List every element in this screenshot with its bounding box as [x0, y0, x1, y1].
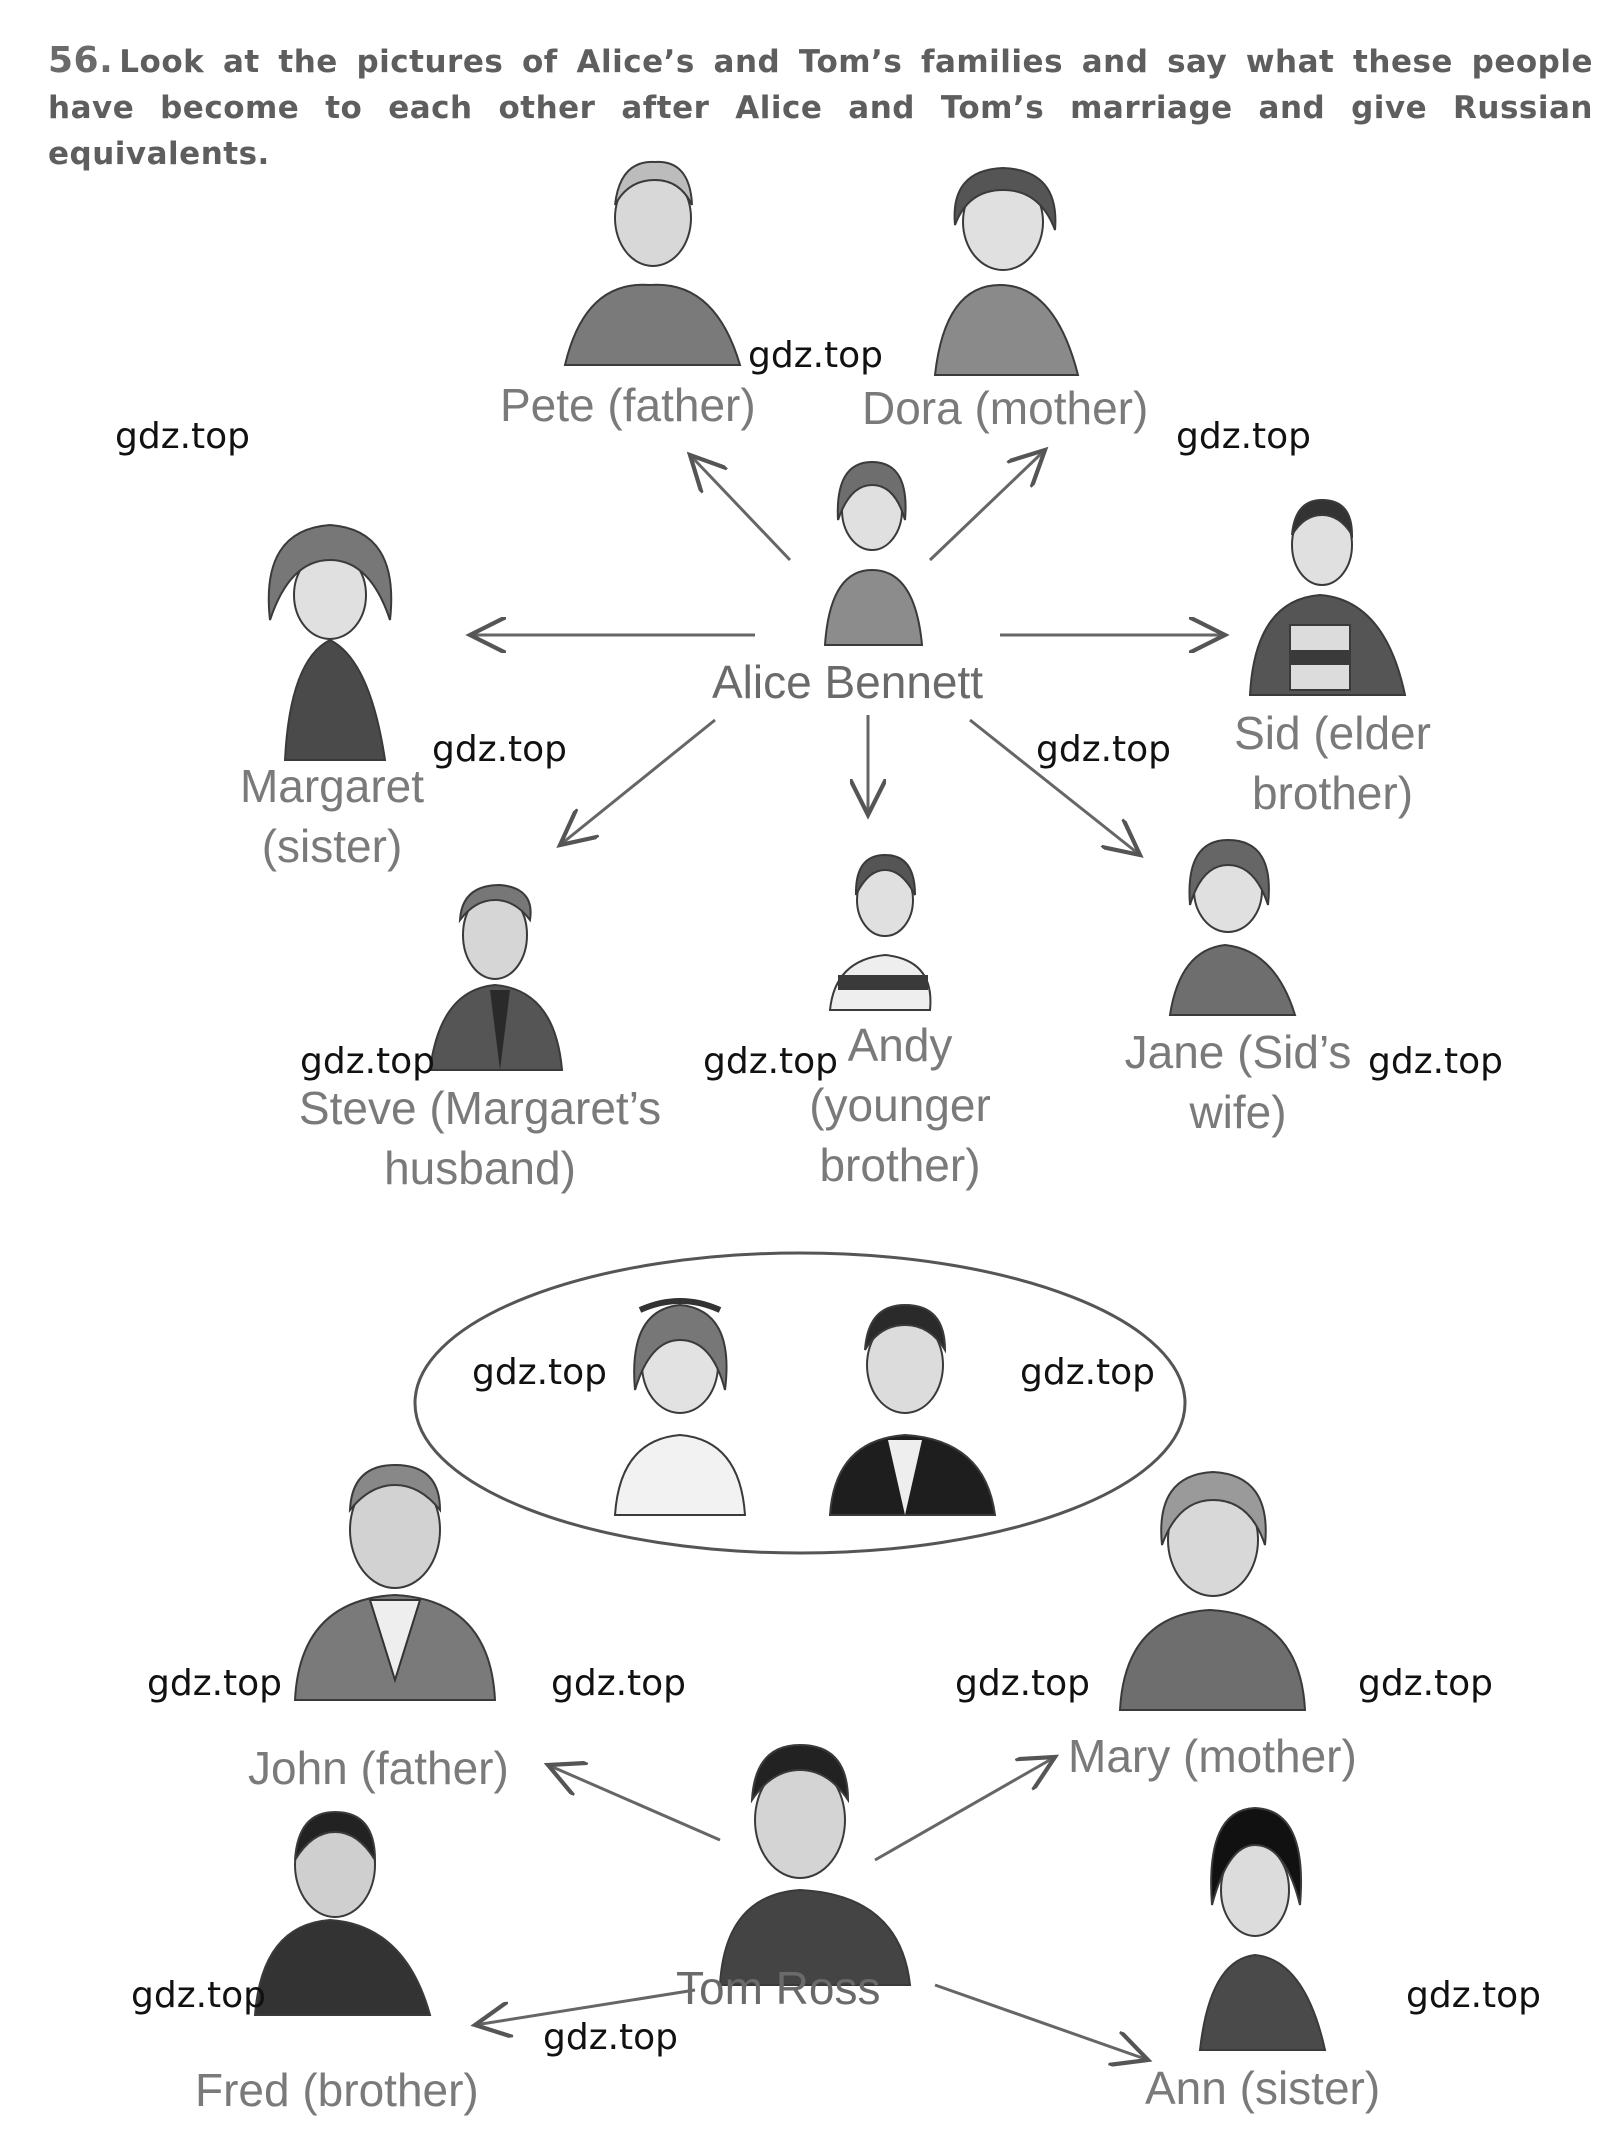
watermark: gdz.top: [1176, 416, 1312, 457]
watermark: gdz.top: [1020, 1352, 1156, 1393]
label-margaret-line1: Margaret: [239, 760, 425, 812]
marriage-ellipse: [413, 1251, 1187, 1555]
watermark: gdz.top: [147, 1663, 283, 1704]
watermark: gdz.top: [131, 1975, 267, 2016]
ann-portrait: [1198, 1806, 1327, 2051]
label-andy-line1: Andy: [847, 1019, 953, 1071]
label-jane-line2: wife): [1189, 1086, 1287, 1138]
watermark: gdz.top: [432, 729, 568, 770]
watermark: gdz.top: [300, 1041, 436, 1082]
label-steve-line1: Steve (Margaret’s: [298, 1082, 662, 1134]
label-dora: Dora (mother): [862, 382, 1149, 434]
fred-portrait: [253, 1810, 432, 2016]
label-steve-line2: husband): [384, 1142, 576, 1194]
arrow-to-john: [548, 1765, 721, 1842]
label-tom-ross: Tom Ross: [676, 1962, 881, 2014]
alice-arrows: [470, 450, 1225, 855]
dora-portrait: [933, 166, 1080, 376]
label-andy-line2: (younger: [809, 1079, 991, 1131]
label-fred: Fred (brother): [195, 2064, 479, 2116]
groom-portrait: [828, 1303, 997, 1516]
watermark: gdz.top: [748, 335, 884, 376]
watermark: gdz.top: [1036, 729, 1172, 770]
watermark: gdz.top: [472, 1352, 608, 1393]
label-alice-bennett: Alice Bennett: [712, 656, 984, 708]
label-pete: Pete (father): [500, 379, 756, 431]
arrow-to-ann: [934, 1983, 1148, 2060]
watermark: gdz.top: [1368, 1041, 1504, 1082]
label-margaret-line2: (sister): [261, 820, 403, 872]
label-jane-line1: Jane (Sid’s: [1124, 1026, 1352, 1078]
arrow-to-steve: [560, 718, 716, 845]
arrow-to-jane: [969, 718, 1140, 855]
label-john: John (father): [248, 1742, 509, 1794]
margaret-portrait: [267, 523, 393, 761]
label-andy-line3: brother): [819, 1139, 981, 1191]
watermark: gdz.top: [1358, 1663, 1494, 1704]
jane-portrait: [1168, 838, 1297, 1016]
watermark: gdz.top: [703, 1041, 839, 1082]
watermark: gdz.top: [115, 416, 251, 457]
label-sid-line1: Sid (elder: [1234, 707, 1431, 759]
label-mary: Mary (mother): [1068, 1730, 1357, 1782]
label-sid-line2: brother): [1251, 767, 1414, 819]
watermark: gdz.top: [551, 1663, 687, 1704]
tom-portrait: [718, 1743, 912, 1986]
exercise-instruction: 56.Look at the pictures of Alice’s and T…: [48, 38, 1593, 177]
arrow-to-fred: [475, 1988, 696, 2025]
john-portrait: [293, 1463, 497, 1701]
label-ann: Ann (sister): [1145, 2062, 1381, 2114]
pete-portrait: [563, 160, 742, 366]
andy-portrait: [828, 853, 932, 1011]
tom-arrows: [475, 1757, 1148, 2060]
watermark: gdz.top: [543, 2017, 679, 2058]
exercise-text: Look at the pictures of Alice’s and Tom’…: [48, 44, 1593, 172]
alice-portrait: [823, 460, 924, 646]
bride-portrait: [613, 1298, 747, 1516]
arrow-to-dora: [928, 450, 1045, 562]
mary-portrait: [1118, 1470, 1307, 1711]
watermark: gdz.top: [955, 1663, 1091, 1704]
watermark: gdz.top: [1406, 1975, 1542, 2016]
exercise-number: 56.: [48, 40, 114, 81]
arrow-to-pete: [690, 455, 792, 562]
steve-portrait: [428, 883, 564, 1071]
arrow-to-mary: [874, 1757, 1055, 1862]
sid-portrait: [1248, 498, 1407, 696]
